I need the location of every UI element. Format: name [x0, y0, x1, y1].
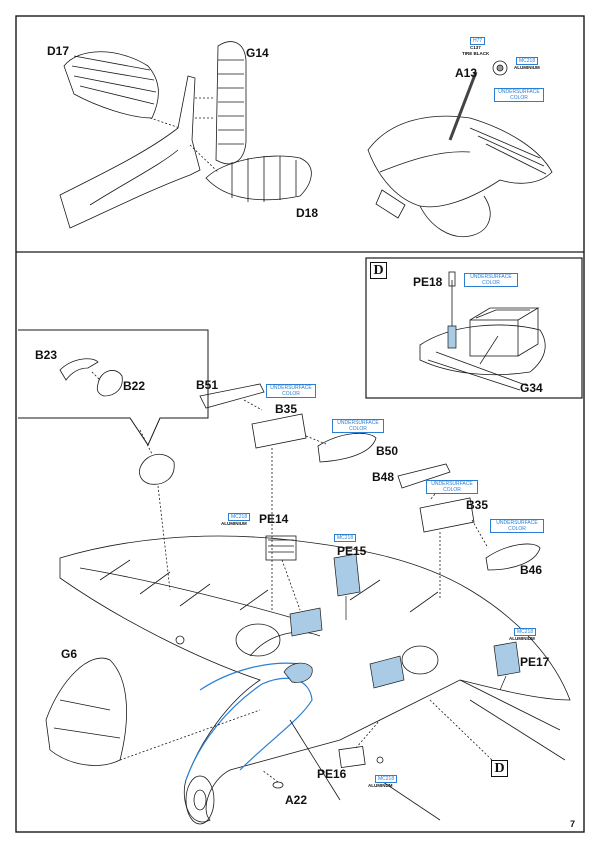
part-label-pe17: PE17 [520, 655, 550, 669]
flap-group-1 [199, 383, 377, 612]
part-label-a13: A13 [455, 66, 478, 80]
g34-blue [447, 325, 457, 349]
pe17-shape [493, 641, 521, 677]
g6-shape [45, 657, 127, 766]
part-label-g6: G6 [61, 647, 78, 661]
color-callout-mc218-pe14: MC218 [228, 513, 251, 521]
wing-fuselage-drawing [59, 535, 571, 825]
a22-shape [272, 781, 284, 789]
detail-inset-frame [18, 329, 209, 447]
page-frame [15, 15, 585, 833]
color-callout-aluminium-a13: ALUMINIUM [514, 65, 540, 70]
color-callout-aluminum-pe16: ALUMINUM [368, 783, 393, 788]
step-d-frame [365, 257, 583, 399]
part-label-b23: B23 [35, 348, 58, 362]
color-callout-aluminium-pe14: ALUMINIUM [221, 521, 247, 526]
color-callout-h77: H77 [470, 37, 486, 45]
flap-group-2 [397, 463, 541, 600]
section-marker-d-reference: D [491, 760, 508, 777]
color-callout-mc218-a13: MC218 [516, 57, 539, 65]
color-callout-undersurface-b51: UNDERSURFACE COLOR [266, 384, 316, 398]
part-label-b51: B51 [196, 378, 219, 392]
part-label-b35-b: B35 [466, 498, 489, 512]
part-label-b50: B50 [376, 444, 399, 458]
blue-block-1 [289, 607, 323, 637]
part-label-d18: D18 [296, 206, 319, 220]
part-label-pe14: PE14 [259, 512, 289, 526]
color-callout-c137: C137 [470, 45, 481, 50]
d18-shape [205, 155, 312, 201]
pe15-shape [333, 553, 361, 597]
color-callout-tire-black: TIRE BLACK [462, 51, 490, 56]
part-label-pe15: PE15 [337, 544, 367, 558]
part-label-a22: A22 [285, 793, 308, 807]
d17-shape [63, 51, 159, 119]
color-callout-mc218-pe15: MC218 [334, 534, 357, 542]
inset-parts [59, 358, 123, 397]
color-callout-undersurface-b50: UNDERSURFACE COLOR [332, 419, 384, 433]
part-label-b46: B46 [520, 563, 543, 577]
blue-block-2 [369, 655, 405, 689]
color-callout-undersurface-pe18: UNDERSURFACE COLOR [464, 273, 518, 287]
page-number: 7 [570, 819, 576, 829]
tailwheel-drawing [367, 60, 553, 238]
part-label-b35-a: B35 [275, 402, 298, 416]
color-callout-mc218-pe17: MC218 [514, 628, 537, 636]
part-label-d17: D17 [47, 44, 70, 58]
g14-shape [215, 41, 247, 165]
part-label-b48: B48 [372, 470, 395, 484]
section-marker-d-header: D [370, 262, 387, 279]
part-label-pe18: PE18 [413, 275, 443, 289]
pe16-shape [338, 745, 366, 769]
part-label-g34: G34 [520, 381, 543, 395]
color-callout-aluminium-pe17: ALUMINIUM [509, 636, 535, 641]
color-callout-undersurface-a13: UNDERSURFACE COLOR [494, 88, 544, 102]
part-label-b22: B22 [123, 379, 146, 393]
blue-block-3 [283, 662, 313, 683]
spinner-part [139, 454, 175, 485]
tail-drawing [59, 41, 312, 229]
color-callout-undersurface-b46: UNDERSURFACE COLOR [490, 519, 544, 533]
part-label-g14: G14 [246, 46, 269, 60]
color-callout-mc218-pe16: MC218 [375, 775, 398, 783]
color-callout-undersurface-b48: UNDERSURFACE COLOR [426, 480, 478, 494]
pe14-shape [265, 535, 297, 561]
part-label-pe16: PE16 [317, 767, 347, 781]
step-d-drawing [419, 271, 546, 391]
